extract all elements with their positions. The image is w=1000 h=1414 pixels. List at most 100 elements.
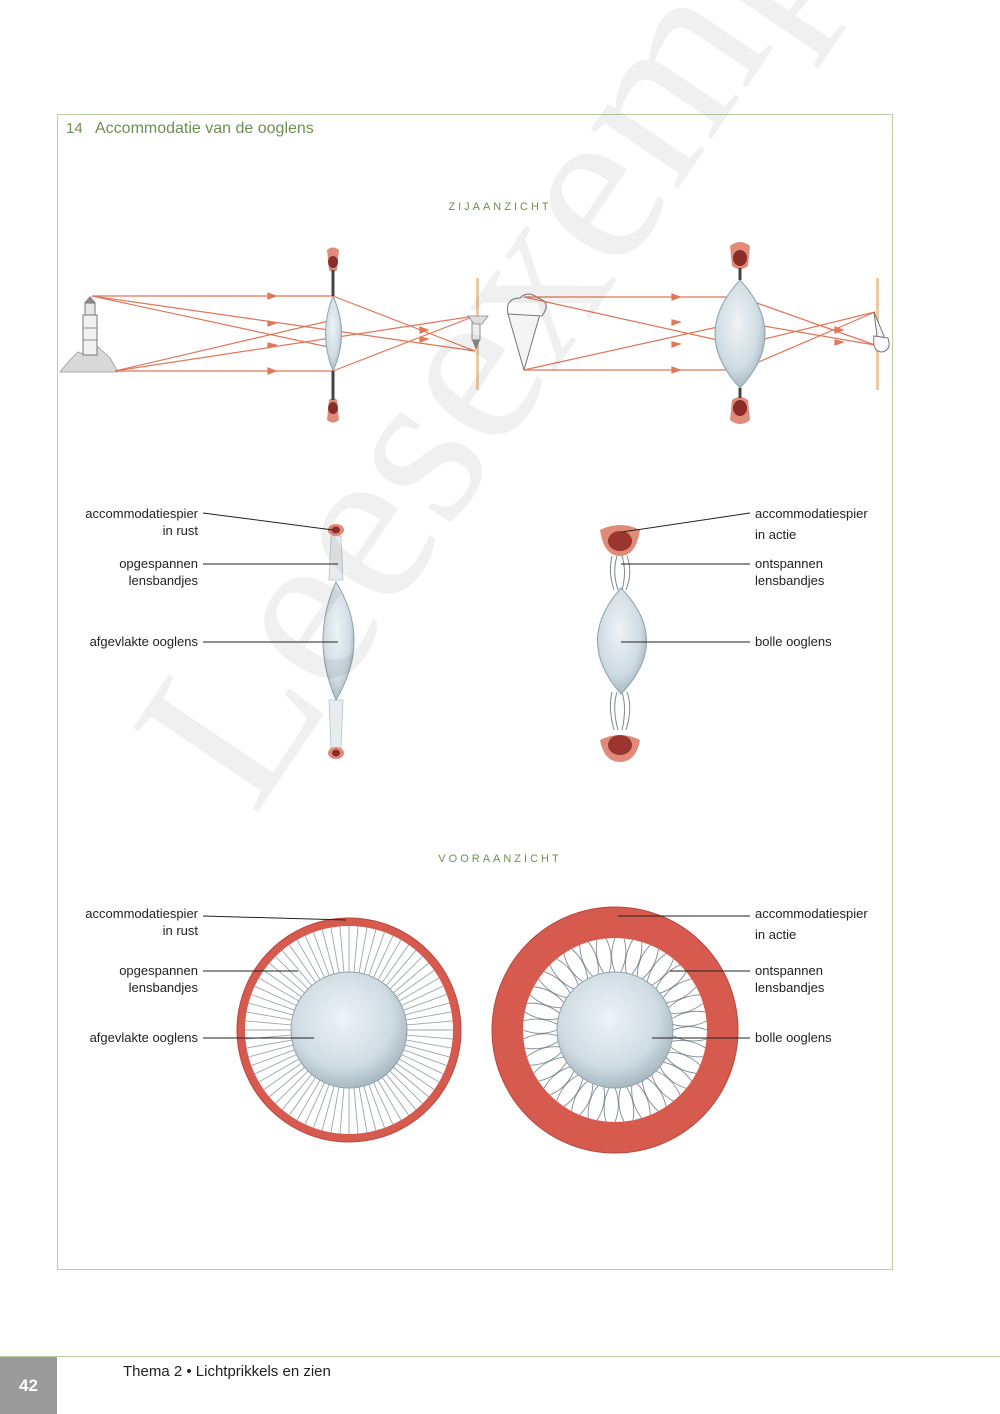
zonular-fiber [251,994,295,1011]
zonular-fiber [246,1039,292,1049]
label-muscle-rest-front: accommodatiespier in rust [85,906,198,938]
label-lens-flat-side: afgevlakte ooglens [89,634,198,649]
zonular-fiber-relaxed [659,971,687,994]
zonular-fiber [248,1044,294,1058]
zonular-fiber-relaxed [603,1087,610,1122]
zonular-fiber [339,926,345,973]
flat-lens-side-top [325,247,342,423]
zonular-fiber [393,962,429,994]
zonular-fiber [368,1084,385,1128]
zonular-fiber [296,939,321,980]
zonular-fiber [363,929,377,975]
leader-lines-front-right [618,915,750,1039]
zonular-fiber-relaxed [556,958,579,986]
zonular-fiber [275,1070,309,1104]
section-heading-side-view: ZIJAANZICHT [448,201,552,213]
zonular-fiber-relaxed [651,1074,674,1102]
zonular-fiber-relaxed [538,978,567,999]
lighthouse-icon [59,296,119,373]
label-muscle-active-front: accommodatiespier in actie [755,906,868,942]
zonular-fiber-relaxed [625,939,634,974]
zonular-fiber-relaxed [522,1029,558,1034]
zonular-fiber-relaxed [672,1026,708,1031]
zonular-fiber-relaxed [642,948,659,980]
footer-divider [0,1356,1000,1357]
flat-lens-detail-side [322,524,355,759]
zonular-fiber-relaxed [655,964,681,990]
zonular-fiber [269,1066,305,1098]
zonular-fiber-relaxed [529,1051,562,1066]
zonular-fiber-relaxed [611,937,616,973]
label-bands-tense-side: opgespannen lensbandjes [119,556,198,588]
zonular-fiber [396,1062,435,1091]
zonular-fiber-relaxed [668,994,701,1009]
zonular-fiber [385,1074,417,1110]
zonular-fiber [263,969,302,998]
zonular-fiber [389,956,423,990]
zonular-fiber-relaxed [556,1074,579,1102]
zonular-fiber-relaxed [571,1080,588,1112]
zonular-fiber-relaxed [524,1011,559,1020]
zonular-fiber [403,1049,447,1066]
zonular-fiber-relaxed [529,994,562,1009]
zonular-fiber-relaxed [636,944,651,977]
figure-frame [57,114,893,1270]
zonular-fiber [406,1039,452,1049]
label-muscle-active-side: accommodatiespier in actie [755,506,868,542]
zonular-fiber-relaxed [526,1002,560,1014]
zonular-fiber [399,1058,440,1083]
zonular-fiber [251,1049,295,1066]
zonular-fiber [368,932,385,976]
zonular-fiber-relaxed [596,1086,605,1121]
zonular-fiber [399,977,440,1002]
zonular-fiber-relaxed [625,1086,635,1121]
zonular-fiber [385,950,417,986]
zonular-fiber-relaxed [670,1046,704,1058]
zonular-fiber-relaxed [563,953,584,983]
zonular-fiber-relaxed [670,1002,704,1014]
inverted-lighthouse-icon [467,315,489,350]
figure-title: Accommodatie van de ooglens [95,120,314,137]
zonular-fiber [288,944,317,983]
zonular-fiber-relaxed [549,1070,575,1096]
zonular-fiber-relaxed [646,953,667,982]
zonular-fiber [288,1077,317,1116]
zonular-fiber [248,1002,294,1016]
zonular-fiber [404,1044,450,1058]
zonular-fiber [258,977,299,1002]
footer-chapter-title: Thema 2 • Lichtprikkels en zien [123,1363,331,1380]
zonular-fiber [258,1058,299,1083]
zonular-fiber-relaxed [538,1061,568,1082]
figure-number: 14 [66,120,83,137]
zonular-fiber [275,956,309,990]
zonular-fiber [269,962,305,994]
ice-cream-icon [507,293,547,372]
zonular-fiber-relaxed [533,1056,564,1074]
zonular-fiber-relaxed [549,964,575,990]
zonular-fiber [263,1062,302,1091]
zonular-fiber-relaxed [533,986,565,1003]
label-bands-relaxed-front: ontspannen lensbandjes [755,963,825,995]
zonular-fiber-relaxed [579,944,594,977]
zonular-fiber-relaxed [618,1087,625,1122]
zonular-fiber-relaxed [646,1077,667,1107]
bulged-lens-detail-side [597,525,647,762]
zonular-fiber [313,932,330,976]
front-view-bulged-lens [491,906,739,1154]
zonular-fiber-relaxed [523,1018,558,1025]
zonular-fiber [245,1020,292,1026]
zonular-fiber [373,1082,394,1125]
zonular-fiber-relaxed [631,941,643,975]
zonular-fiber [396,969,435,998]
zonular-fiber [406,1011,452,1021]
zonular-fiber-relaxed [526,1046,560,1058]
zonular-fiber-relaxed [631,1085,643,1119]
label-lens-round-front: bolle ooglens [755,1030,832,1045]
zonular-fiber [281,1074,313,1110]
zonular-fiber-relaxed [571,948,589,979]
zonular-fiber-relaxed [671,1010,706,1020]
zonular-fiber [281,950,313,986]
zonular-fiber [254,1054,297,1075]
zonular-fiber [313,1084,330,1128]
